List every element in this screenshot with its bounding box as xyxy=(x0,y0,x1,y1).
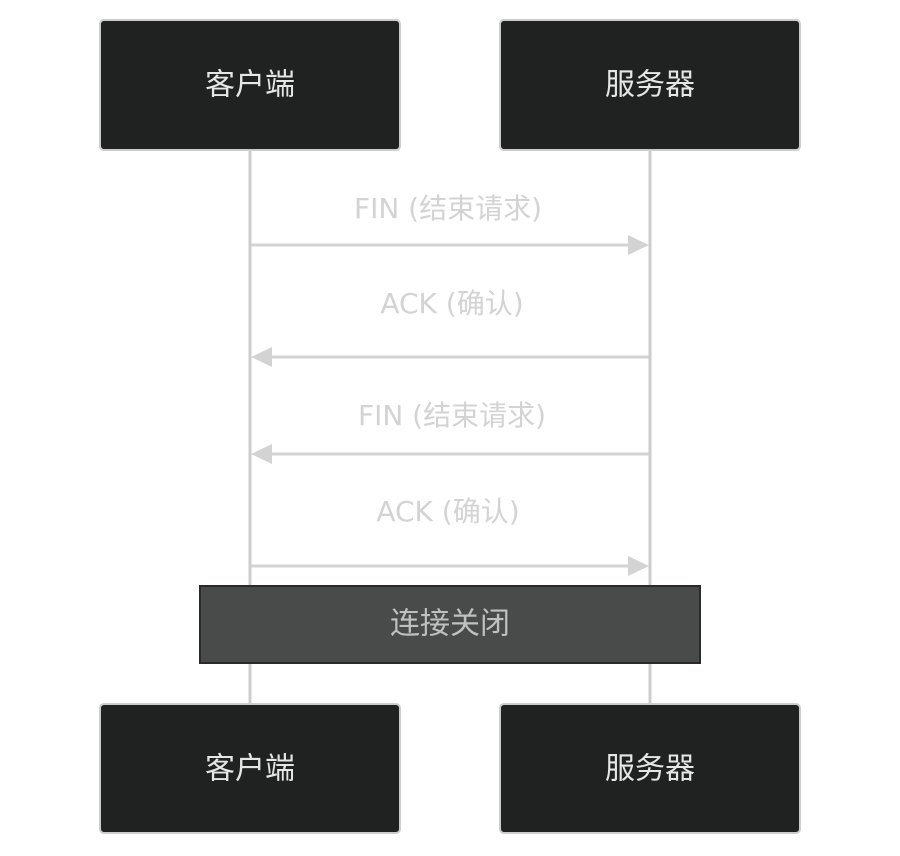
arrowhead-right-icon xyxy=(628,556,649,576)
actor-server-top-label: 服务器 xyxy=(605,68,695,103)
message-3: FIN (结束请求) xyxy=(251,399,649,464)
actor-server-bottom: 服务器 xyxy=(499,703,801,834)
actor-client-bottom-label: 客户端 xyxy=(205,752,295,787)
actor-client-top: 客户端 xyxy=(99,19,401,151)
message-1-label: FIN (结束请求) xyxy=(354,192,542,225)
actor-client-bottom: 客户端 xyxy=(99,703,401,834)
message-2-label: ACK (确认) xyxy=(380,287,523,320)
message-4: ACK (确认) xyxy=(251,495,649,576)
message-3-label: FIN (结束请求) xyxy=(358,399,546,432)
note-label: 连接关闭 xyxy=(390,607,510,642)
arrowhead-left-icon xyxy=(251,347,272,367)
message-2: ACK (确认) xyxy=(251,287,649,367)
actor-client-top-label: 客户端 xyxy=(205,68,295,103)
message-1: FIN (结束请求) xyxy=(251,192,649,255)
arrowhead-left-icon xyxy=(251,444,272,464)
actor-server-top: 服务器 xyxy=(499,19,801,151)
actor-server-bottom-label: 服务器 xyxy=(605,752,695,787)
message-4-label: ACK (确认) xyxy=(376,495,519,528)
note-connection-closed: 连接关闭 xyxy=(199,585,701,664)
arrowhead-right-icon xyxy=(628,235,649,255)
